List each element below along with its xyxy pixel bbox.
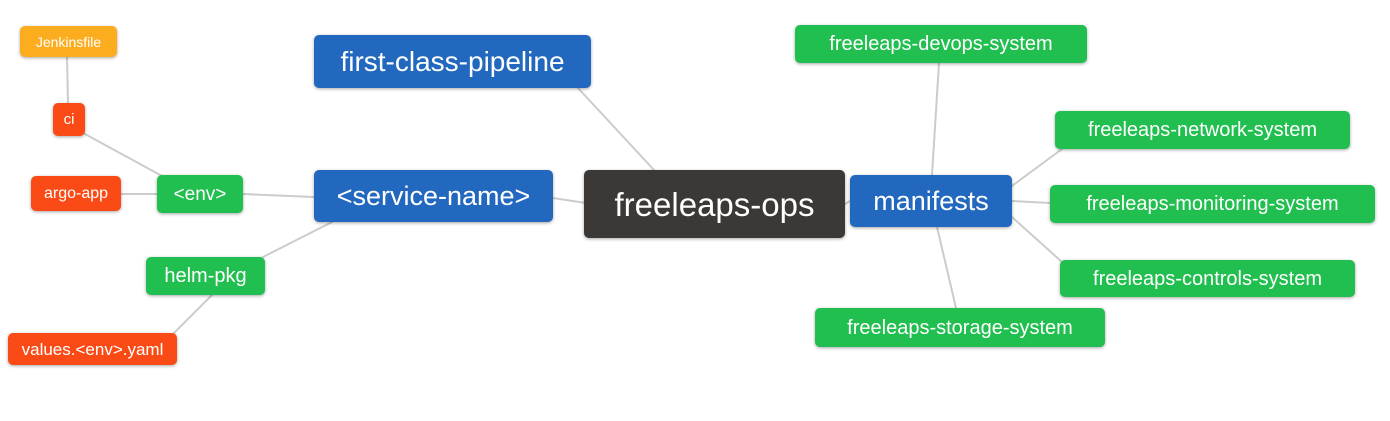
edge-manifests-network-system	[1011, 148, 1063, 187]
edge-manifests-monitoring-system	[1011, 200, 1051, 204]
node-argo-app[interactable]: argo-app	[31, 176, 121, 211]
node-jenkinsfile[interactable]: Jenkinsfile	[20, 26, 117, 57]
edge-jenkinsfile-ci	[66, 56, 69, 104]
edge-manifests-devops-system	[931, 62, 940, 176]
edge-env-service-name	[242, 193, 315, 198]
node-values-env-yaml[interactable]: values.<env>.yaml	[8, 333, 177, 365]
edge-first-class-pipeline-freeleaps-ops	[577, 87, 655, 171]
node-freeleaps-ops[interactable]: freeleaps-ops	[584, 170, 845, 238]
node-monitoring-system[interactable]: freeleaps-monitoring-system	[1050, 185, 1375, 223]
node-controls-system[interactable]: freeleaps-controls-system	[1060, 260, 1355, 297]
node-env[interactable]: <env>	[157, 175, 243, 213]
node-first-class-pipeline[interactable]: first-class-pipeline	[314, 35, 591, 88]
edge-manifests-controls-system	[1011, 216, 1063, 263]
node-manifests[interactable]: manifests	[850, 175, 1012, 227]
edge-helm-pkg-values-env-yaml	[173, 294, 213, 334]
node-storage-system[interactable]: freeleaps-storage-system	[815, 308, 1105, 347]
node-ci[interactable]: ci	[53, 103, 85, 136]
edge-service-name-helm-pkg	[262, 221, 333, 258]
edge-ci-env	[84, 133, 163, 177]
node-network-system[interactable]: freeleaps-network-system	[1055, 111, 1350, 149]
node-devops-system[interactable]: freeleaps-devops-system	[795, 25, 1087, 63]
edge-manifests-storage-system	[936, 226, 957, 309]
edge-service-name-freeleaps-ops	[552, 197, 587, 204]
node-helm-pkg[interactable]: helm-pkg	[146, 257, 265, 295]
node-service-name[interactable]: <service-name>	[314, 170, 553, 222]
